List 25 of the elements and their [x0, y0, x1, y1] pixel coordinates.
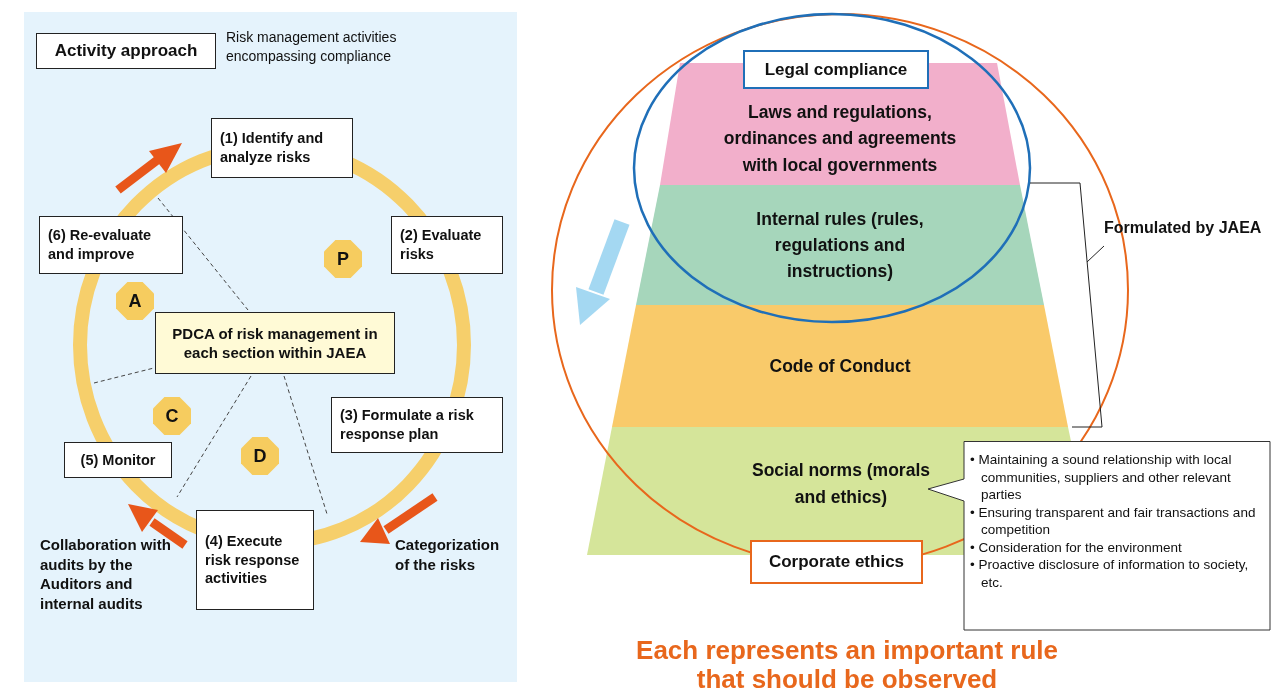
step-box: (1) Identify and analyze risks — [211, 118, 353, 178]
layer-text: Laws and regulations, ordinances and agreements with local governments — [722, 101, 958, 177]
layer-text: Social norms (morals and ethics) — [751, 459, 931, 509]
layer-text: Internal rules (rules, regulations and instructions) — [755, 207, 925, 284]
bullet-text: • Proactive disclosure of information to society, etc. — [970, 556, 1250, 592]
bullet-text: • Maintaining a sound relationship with local communities, suppliers and other relevant parties — [970, 451, 1233, 504]
description-text: Risk management activities encompassing compliance — [226, 28, 398, 66]
pyramid-layer — [612, 305, 1068, 427]
pyramid-layer — [636, 185, 1044, 305]
pyramid-layer — [660, 63, 1020, 185]
step-box: (4) Execute risk response activities — [196, 510, 314, 610]
center-box: PDCA of risk management in each section within JAEA — [155, 312, 395, 374]
heading-box: Activity approach — [36, 33, 216, 69]
step-box: (5) Monitor — [64, 442, 172, 478]
layer-text: Code of Conduct — [769, 354, 911, 378]
annotation-text: Collaboration with audits by the Auditors and internal audits — [40, 535, 172, 613]
step-box: (6) Re-evaluate and improve — [39, 216, 183, 274]
title-tag: Corporate ethics — [750, 540, 923, 584]
title-tag: Legal compliance — [743, 50, 929, 89]
slogan-text: Each represents an important rule that should be observed — [635, 636, 1059, 695]
bullet-text: • Consideration for the environment — [970, 538, 1183, 557]
bullet-text: • Ensuring transparent and fair transactions and competition — [970, 503, 1257, 539]
step-box: (3) Formulate a risk response plan — [331, 397, 503, 453]
annotation-text: Categorization of the risks — [395, 535, 501, 574]
step-box: (2) Evaluate risks — [391, 216, 503, 274]
